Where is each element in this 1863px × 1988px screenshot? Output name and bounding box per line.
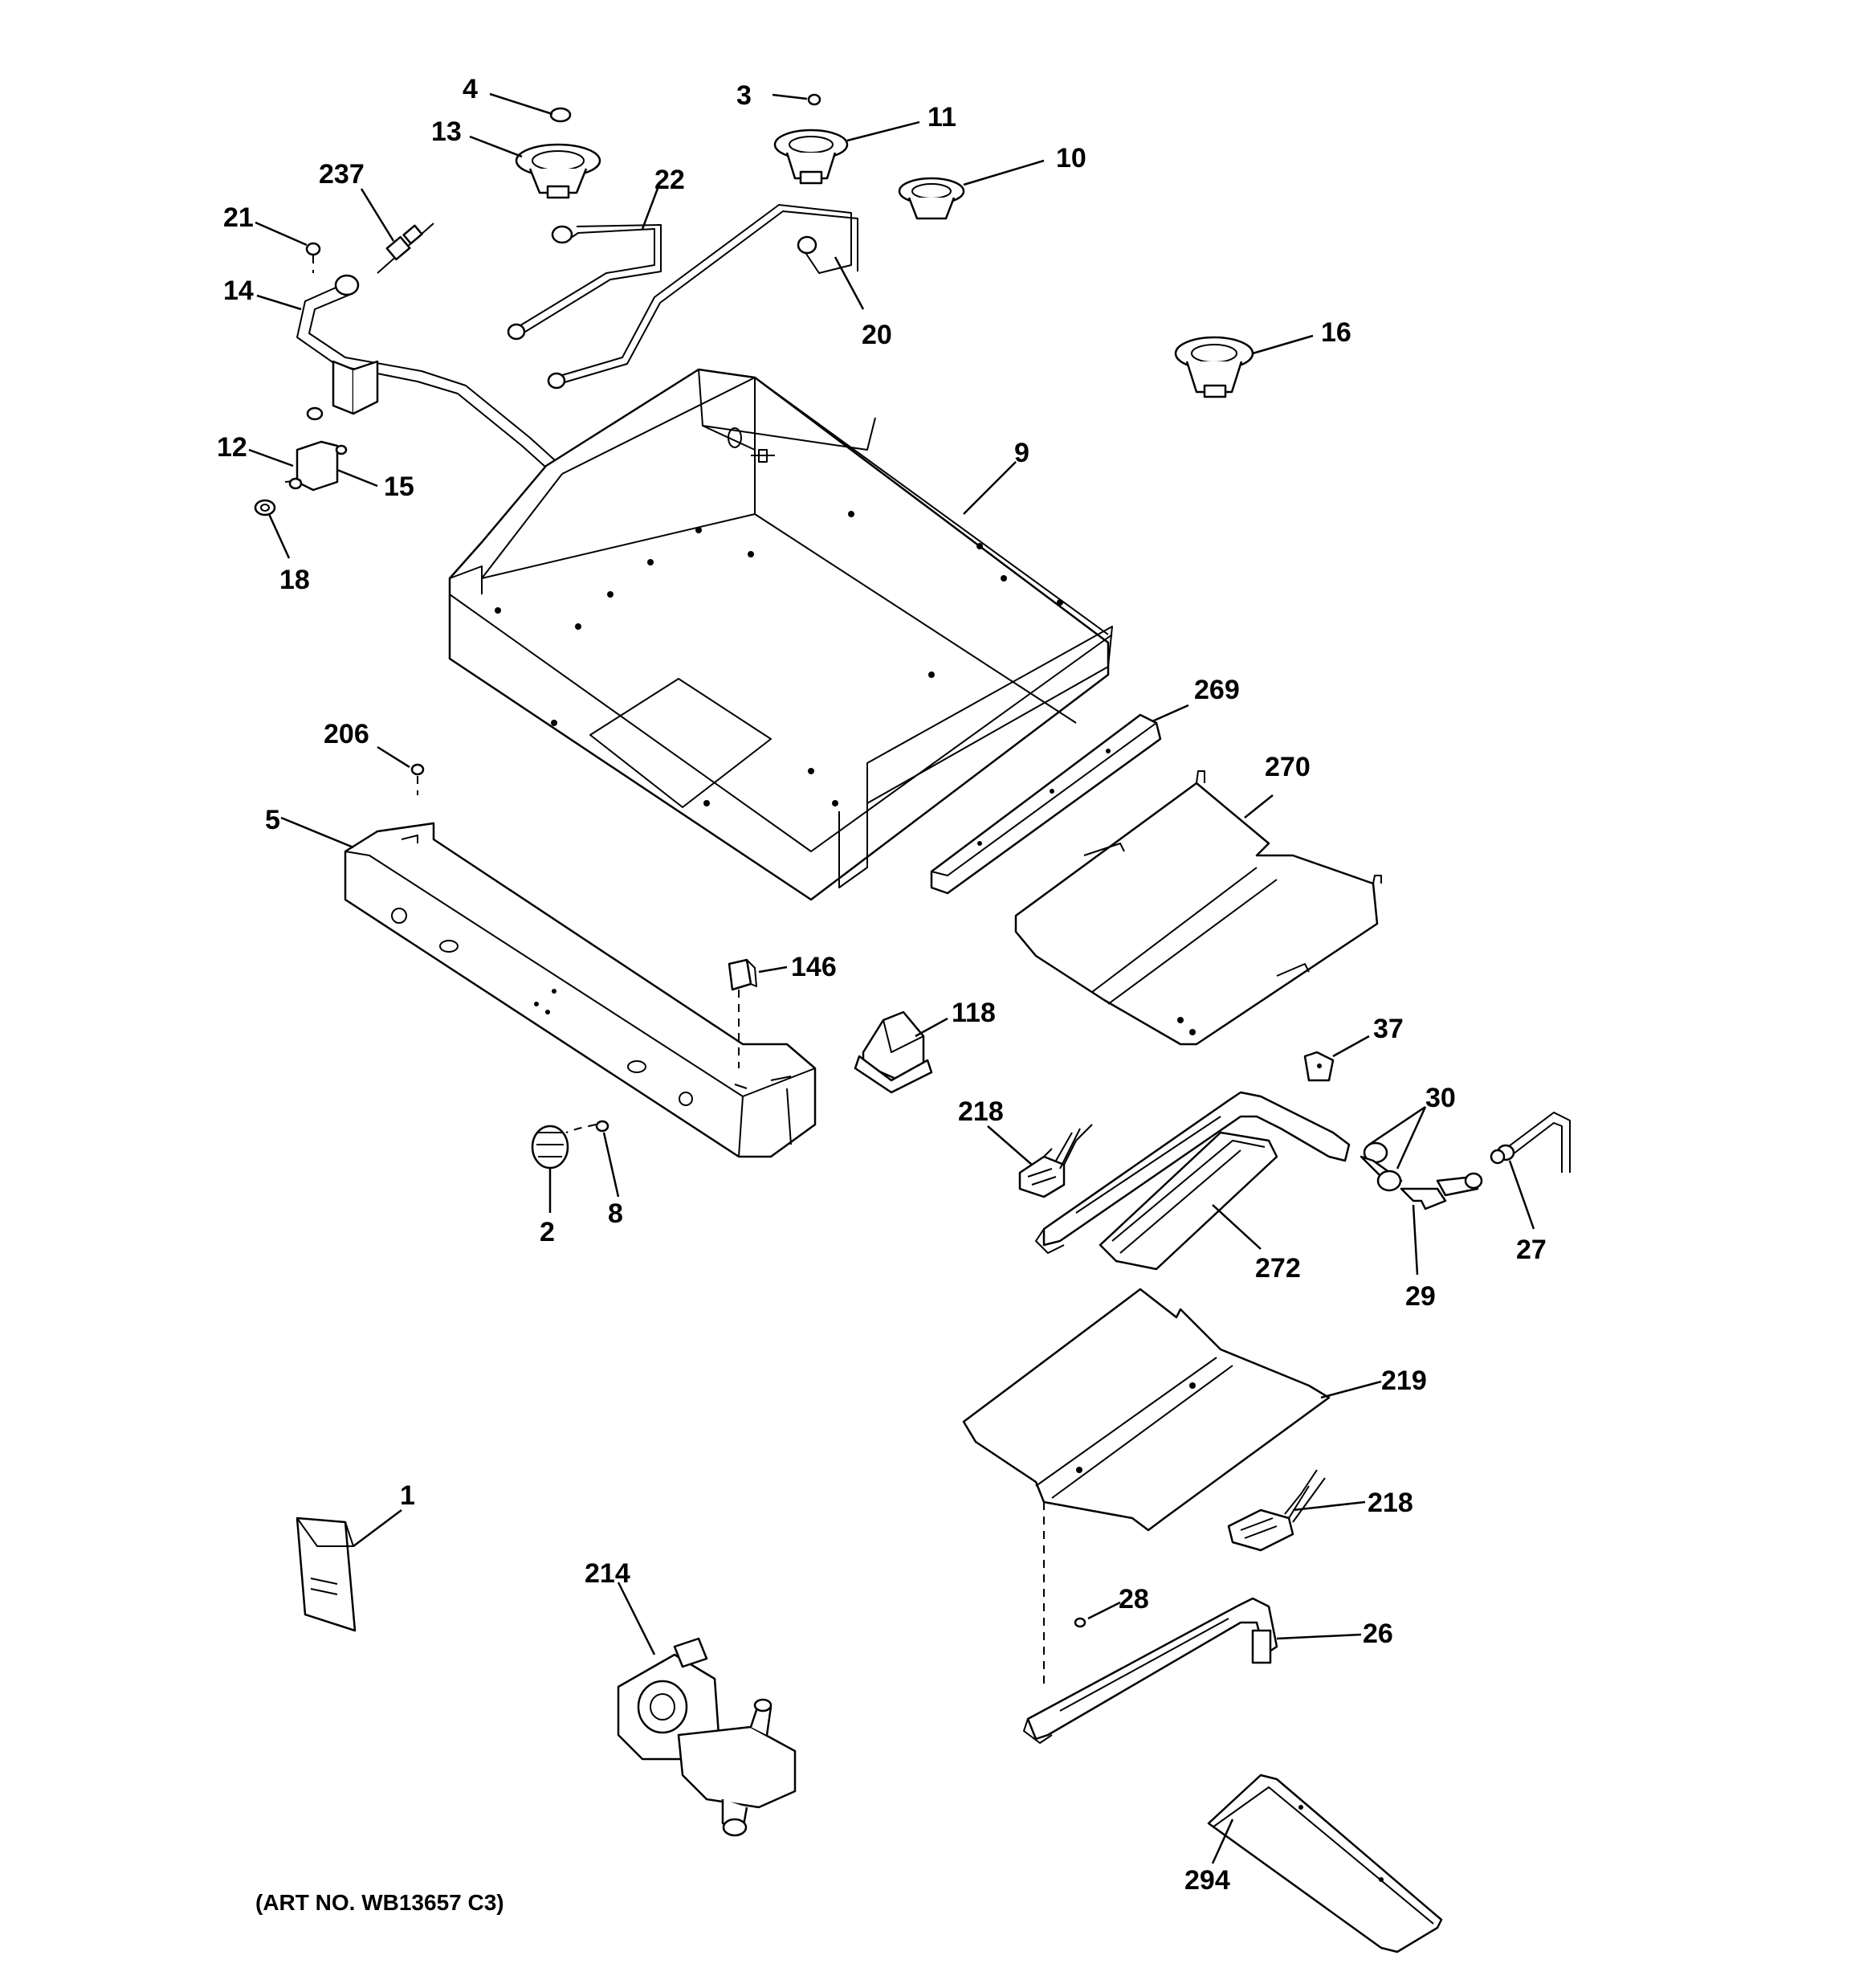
callout-218-top: 218 xyxy=(958,1096,1004,1127)
callout-11: 11 xyxy=(927,102,956,133)
callout-20: 20 xyxy=(862,320,892,350)
burner-head-10 xyxy=(898,177,965,220)
callout-21: 21 xyxy=(223,202,254,233)
callout-labels: 4 13 3 11 10 16 22 20 237 21 14 12 15 18… xyxy=(217,74,1547,1896)
screw-28 xyxy=(1074,1617,1086,1628)
burner-tube-oven xyxy=(1035,1091,1351,1254)
burner-272 xyxy=(1099,1131,1278,1271)
burner-box-9 xyxy=(448,368,1113,901)
callout-214: 214 xyxy=(585,1558,630,1589)
bracket-269 xyxy=(930,713,1162,895)
callout-294: 294 xyxy=(1184,1865,1230,1896)
screw-206 xyxy=(410,763,425,795)
literature-pack-1 xyxy=(296,1517,357,1632)
burner-head-16 xyxy=(1174,336,1254,398)
callout-270: 270 xyxy=(1265,752,1311,782)
ignitor-218-bottom xyxy=(1227,1469,1326,1552)
control-panel-5 xyxy=(344,822,817,1158)
callout-8: 8 xyxy=(608,1198,623,1229)
callout-237: 237 xyxy=(319,159,365,190)
callout-29: 29 xyxy=(1405,1281,1436,1312)
callout-2: 2 xyxy=(540,1217,555,1247)
callout-118: 118 xyxy=(952,998,996,1028)
burner-head-13 xyxy=(515,143,601,199)
valve-fittings-29-30 xyxy=(1360,1141,1483,1210)
nut-4 xyxy=(549,107,572,123)
callout-218-bottom: 218 xyxy=(1368,1488,1413,1518)
nut-small xyxy=(306,406,324,421)
callout-14: 14 xyxy=(223,276,254,306)
burner-tube-20 xyxy=(547,204,858,390)
clip-146 xyxy=(728,958,757,1068)
callout-3: 3 xyxy=(736,80,752,111)
ignitor-218-top xyxy=(1018,1124,1093,1198)
screw-8 xyxy=(565,1120,609,1133)
washer-18 xyxy=(254,499,276,516)
bracket-294 xyxy=(1207,1774,1443,1953)
art-number: (ART NO. WB13657 C3) xyxy=(255,1890,504,1915)
knob-2 xyxy=(531,1125,569,1170)
callout-272: 272 xyxy=(1255,1253,1301,1284)
callout-15: 15 xyxy=(384,471,414,502)
callout-1: 1 xyxy=(400,1480,415,1511)
callout-219: 219 xyxy=(1381,1365,1427,1396)
burner-head-11 xyxy=(773,129,849,185)
callout-4: 4 xyxy=(463,74,478,104)
screw-3 xyxy=(807,93,821,106)
callout-26: 26 xyxy=(1363,1619,1393,1649)
burner-26 xyxy=(1023,1597,1278,1744)
callout-22: 22 xyxy=(654,165,685,195)
callout-37: 37 xyxy=(1373,1014,1404,1044)
callout-30: 30 xyxy=(1425,1083,1456,1113)
callout-27: 27 xyxy=(1516,1235,1547,1265)
callout-5: 5 xyxy=(265,805,280,835)
callout-146: 146 xyxy=(791,952,837,982)
burner-tube-22 xyxy=(507,224,662,341)
screw-21 xyxy=(305,242,321,273)
callout-18: 18 xyxy=(279,565,310,595)
valve-bracket-12-15 xyxy=(284,440,348,492)
shield-219 xyxy=(962,1288,1331,1687)
grommet-118 xyxy=(854,1010,933,1094)
callout-12: 12 xyxy=(217,432,247,463)
leader-lines xyxy=(248,92,1535,1864)
orifice-237 xyxy=(377,222,434,274)
shield-270 xyxy=(1014,770,1382,1046)
callout-10: 10 xyxy=(1056,143,1086,173)
callout-9: 9 xyxy=(1014,438,1029,468)
tube-27 xyxy=(1490,1112,1571,1173)
callout-28: 28 xyxy=(1119,1584,1149,1614)
bracket-37 xyxy=(1303,1051,1335,1082)
callout-13: 13 xyxy=(431,116,462,147)
callout-269: 269 xyxy=(1194,675,1240,705)
valve-assembly-214 xyxy=(617,1637,797,1837)
callout-206: 206 xyxy=(324,719,369,749)
callout-16: 16 xyxy=(1321,317,1351,348)
